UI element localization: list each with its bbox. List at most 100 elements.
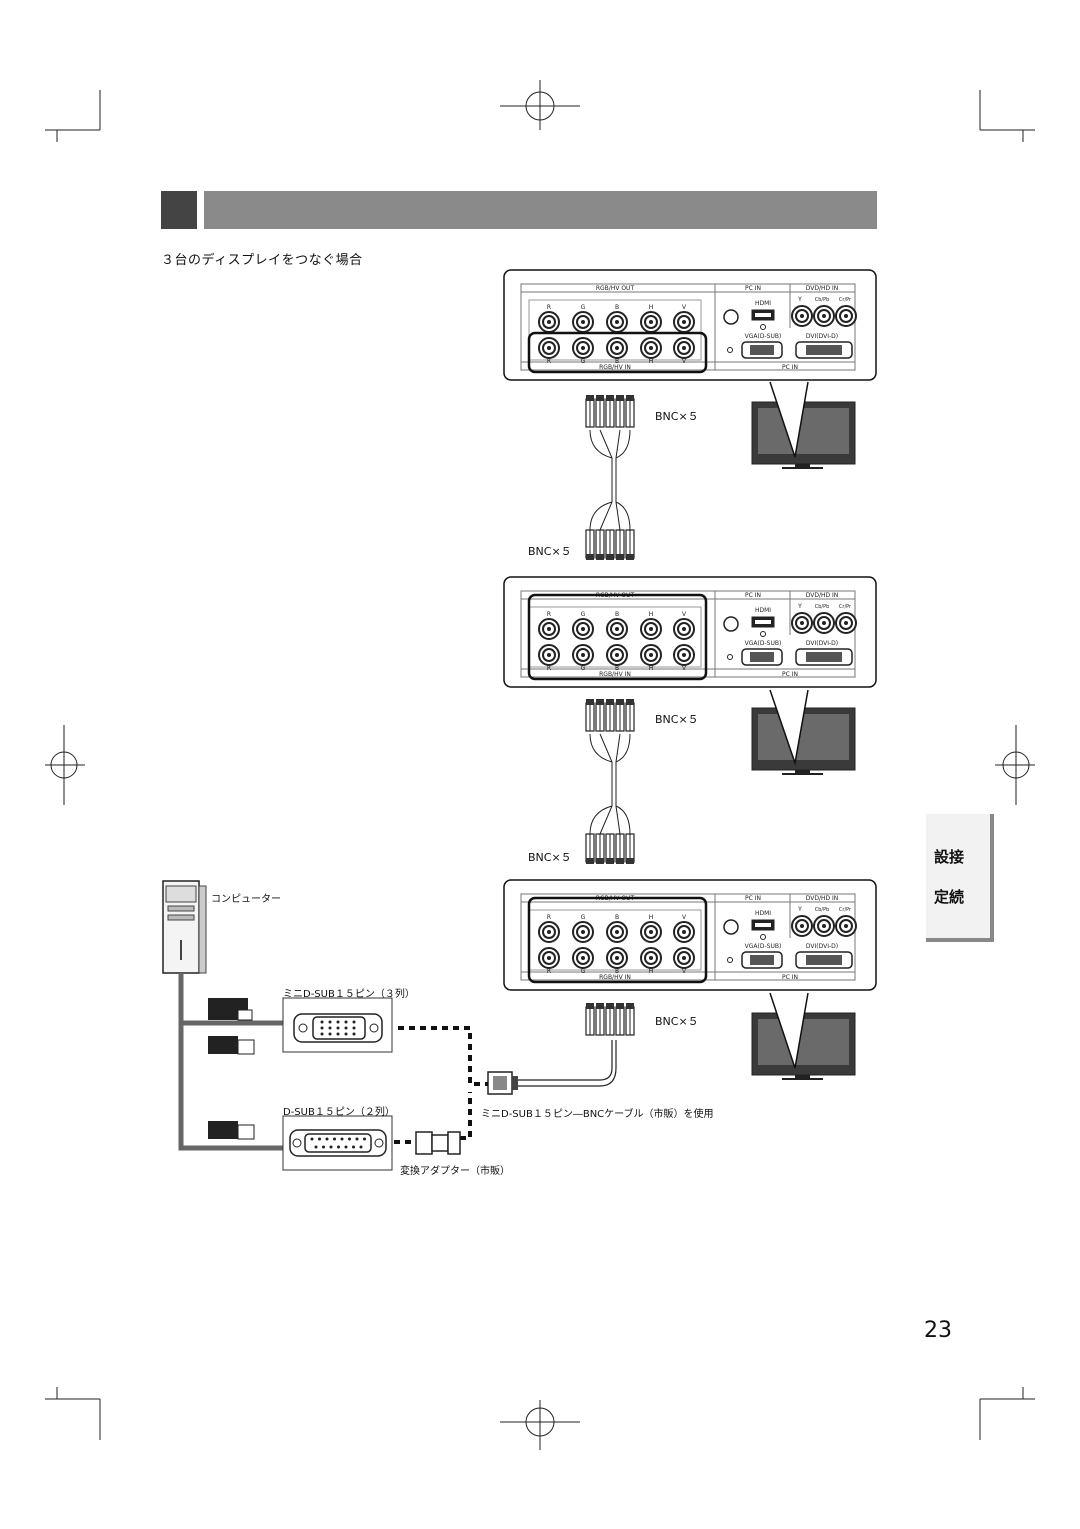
pc-in-label: PC IN xyxy=(782,364,798,371)
channel-label: V xyxy=(682,968,687,975)
channel-label: B xyxy=(615,358,619,365)
y-label: Y xyxy=(797,906,802,913)
pc-in-label: PC IN xyxy=(782,671,798,678)
channel-label: H xyxy=(649,914,654,921)
channel-label: G xyxy=(581,304,586,311)
rgbhv-in-label: RGB/HV IN xyxy=(599,671,631,678)
highlight-box xyxy=(527,593,708,681)
dsub-label: D-SUB１５ピン（２列） xyxy=(283,1107,395,1118)
channel-label: B xyxy=(615,914,619,921)
callout-pointer xyxy=(769,992,809,1069)
cb-pb-label: Cb/Pb xyxy=(815,297,830,303)
cr-pr-label: Cr/Pr xyxy=(839,297,852,303)
computer-label: コンピューター xyxy=(211,894,281,905)
channel-label: G xyxy=(581,665,586,672)
callout-pointer xyxy=(769,381,809,458)
screw-icon xyxy=(723,309,739,325)
section-header-bar xyxy=(204,191,877,229)
dvi-label: DVI(DVI-D) xyxy=(806,640,838,647)
rgbhv-in-label: RGB/HV IN xyxy=(599,974,631,981)
dvd-hd-in-label: DVD/HD IN xyxy=(806,285,839,292)
channel-label: V xyxy=(682,914,687,921)
pc-in-label: PC IN xyxy=(745,285,761,292)
bnc-cable-bundle xyxy=(585,395,635,428)
channel-label: H xyxy=(649,665,654,672)
screw-icon xyxy=(723,616,739,632)
channel-label: R xyxy=(547,914,551,921)
channel-label: G xyxy=(581,914,586,921)
side-tab-line2: 定続 xyxy=(934,888,965,906)
channel-label: H xyxy=(649,304,654,311)
hdmi-label: HDMI xyxy=(755,910,771,917)
channel-label: B xyxy=(615,665,619,672)
pc-in-label: PC IN xyxy=(745,592,761,599)
bnc-cable-bundle xyxy=(585,699,635,732)
dvd-hd-in-label: DVD/HD IN xyxy=(806,895,839,902)
channel-label: R xyxy=(547,611,551,618)
cr-pr-label: Cr/Pr xyxy=(839,604,852,610)
mini-dsub-label: ミニD-SUB１５ピン（３列） xyxy=(283,989,415,1000)
channel-label: R xyxy=(547,665,551,672)
channel-label: H xyxy=(649,968,654,975)
rgbhv-out-label: RGB/HV OUT xyxy=(596,285,635,292)
windows-logo-icon xyxy=(208,998,253,1021)
channel-label: R xyxy=(547,968,551,975)
vga-label: VGA(D-SUB) xyxy=(745,943,782,950)
channel-label: R xyxy=(547,304,551,311)
callout-pointer xyxy=(769,689,809,766)
channel-label: V xyxy=(682,304,687,311)
cb-pb-label: Cb/Pb xyxy=(815,604,830,610)
mac-logo-icon xyxy=(208,1121,255,1140)
mini-dsub-connector xyxy=(282,997,393,1053)
highlight-box xyxy=(527,896,708,984)
channel-label: B xyxy=(615,304,619,311)
display-monitor xyxy=(751,992,856,1080)
cable-label: ミニD-SUB１５ピン―BNCケーブル（市販）を使用 xyxy=(481,1109,714,1120)
cb-pb-label: Cb/Pb xyxy=(815,907,830,913)
computer-cable xyxy=(178,973,283,1151)
dvi-label: DVI(DVI-D) xyxy=(806,943,838,950)
channel-label: V xyxy=(682,358,687,365)
pc-in-label: PC IN xyxy=(745,895,761,902)
dsub-connector xyxy=(282,1115,393,1171)
bnc-cable-bundle xyxy=(585,529,635,560)
conversion-adapter xyxy=(415,1131,461,1155)
dotted-connection xyxy=(460,1092,472,1140)
screw-icon xyxy=(723,919,739,935)
pc-in-label: PC IN xyxy=(782,974,798,981)
channel-label: H xyxy=(649,611,654,618)
bnc-cable-bundle xyxy=(585,1003,635,1036)
page-number: 23 xyxy=(924,1318,952,1343)
side-tab-line1: 設接 xyxy=(934,848,965,866)
cr-pr-label: Cr/Pr xyxy=(839,907,852,913)
bnc-label-4: BNC×５ xyxy=(528,851,572,864)
highlight-box xyxy=(527,331,708,374)
channel-label: R xyxy=(547,358,551,365)
channel-label: G xyxy=(581,968,586,975)
y-label: Y xyxy=(797,603,802,610)
display-monitor xyxy=(751,689,856,775)
channel-label: V xyxy=(682,611,687,618)
vga-label: VGA(D-SUB) xyxy=(745,640,782,647)
hdmi-label: HDMI xyxy=(755,300,771,307)
dvi-label: DVI(DVI-D) xyxy=(806,333,838,340)
bnc-label-5: BNC×５ xyxy=(655,1015,699,1028)
bnc-label-1: BNC×５ xyxy=(655,410,699,423)
channel-label: G xyxy=(581,358,586,365)
bnc-cable xyxy=(589,429,631,531)
bnc-label-2: BNC×５ xyxy=(528,545,572,558)
bnc-cable xyxy=(589,733,631,835)
bnc-label-3: BNC×５ xyxy=(655,713,699,726)
channel-label: G xyxy=(581,611,586,618)
bnc-cable-bundle xyxy=(585,833,635,864)
rgbhv-in-label: RGB/HV IN xyxy=(599,364,631,371)
display-rear-panel: RGB/HV OUT PC IN DVD/HD IN RGB/HV IN PC IN R R… xyxy=(503,269,877,381)
adapter-icon xyxy=(415,1131,433,1155)
side-index-tab: 設接 定続 xyxy=(926,814,994,942)
computer-icon xyxy=(162,880,207,974)
mini-dsub-bnc-cable xyxy=(487,1040,617,1095)
hdmi-label: HDMI xyxy=(755,607,771,614)
display-monitor xyxy=(751,381,856,469)
